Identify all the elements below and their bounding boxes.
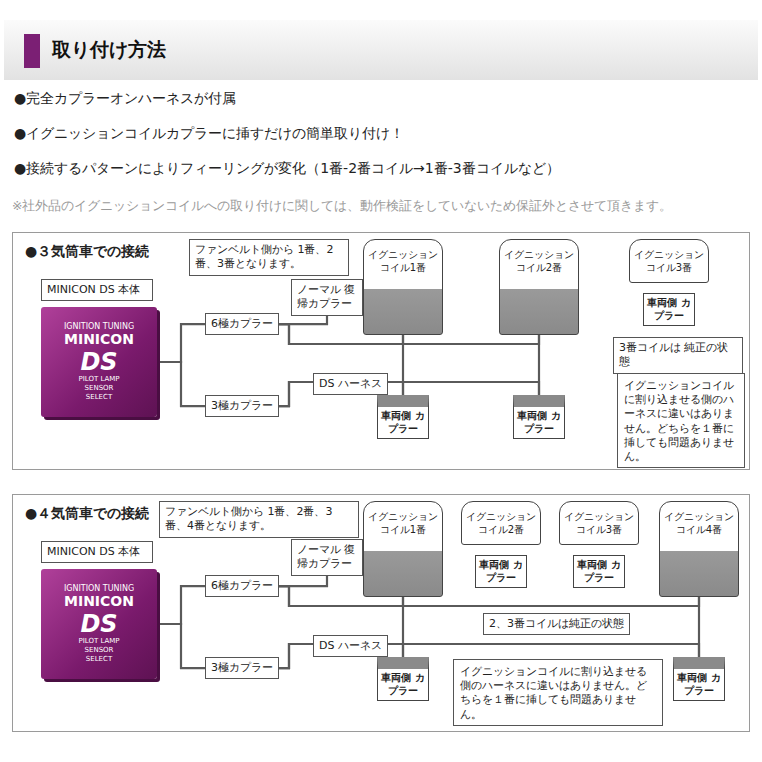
harness-wire [279, 576, 327, 587]
bullet-text: ●完全カプラーオンハーネスが付属 [14, 90, 236, 108]
box-text: イグニッション コイル3番 [633, 248, 705, 274]
box-text: ファンベルト側から 1番、2番、3番となります。 [195, 243, 343, 272]
box-text: ノーマル 復帰カプラー [297, 543, 357, 572]
box-text: ●３気筒車での接続 [25, 243, 149, 261]
bullet-text: ●イグニッションコイルカプラーに挿すだけの簡単取り付け！ [14, 125, 404, 143]
box-text: DS ハーネス [319, 639, 382, 653]
coupler-label: 6極カプラー [205, 313, 279, 335]
box-text: 車両側 カプラー [380, 672, 426, 697]
box-text: イグニッションコイルに割り込ませる側のハーネスに違いはありません。どちらを１番に… [624, 378, 738, 463]
box-text: MINICON DS 本体 [47, 283, 147, 297]
vehicle-coupler: 車両側 カプラー [573, 555, 625, 588]
harness-wire [402, 597, 404, 657]
note-text: ※社外品のイグニッションコイルへの取り付けに関しては、動作検証をしていないため保… [12, 198, 672, 215]
vehicle-coupler: 車両側 カプラー [475, 555, 527, 588]
vehicle-coupler: 車両側 カプラー [673, 657, 725, 701]
ignition-coil: イグニッション コイル1番 [363, 501, 443, 597]
box-text: イグニッション コイル2番 [465, 510, 537, 536]
box-text: 車両側 カプラー [646, 297, 692, 322]
device-text: DS [80, 611, 117, 637]
harness-wire [538, 335, 540, 395]
panel: ●３気筒車での接続 ファンベルト側から 1番、2番、3番となります。 MINICON… [12, 232, 750, 470]
device-text: SENSOR [85, 647, 114, 655]
box-text: 3極カプラー [211, 399, 273, 413]
coupler-label: 6極カプラー [205, 575, 279, 597]
box-text: DS ハーネス [319, 377, 382, 391]
box-text: 車両側 カプラー [380, 410, 426, 435]
device-text: PILOT LAMP [78, 638, 119, 646]
device-unit: IGNITION TUNINGMINICON DSPILOT LAMPSENSOR… [41, 569, 157, 679]
harness-wire [157, 586, 205, 624]
box-text: 2、3番コイルは純正の状態 [489, 617, 624, 631]
ignition-coil: イグニッション コイル2番 [461, 501, 541, 545]
box-text: 車両側 カプラー [576, 559, 622, 584]
note-box: イグニッションコイルに割り込ませる側のハーネスに違いはありません。どちらを１番に… [453, 659, 663, 726]
box-text: イグニッション コイル3番 [563, 510, 635, 536]
ignition-coil: イグニッション コイル1番 [363, 239, 443, 335]
device-text: SENSOR [85, 385, 114, 393]
ignition-coil: イグニッション コイル3番 [629, 239, 709, 283]
label-box: MINICON DS 本体 [41, 279, 153, 301]
device-text: SELECT [86, 656, 112, 664]
vehicle-coupler: 車両側 カプラー [377, 395, 429, 439]
device-text: DS [80, 349, 117, 375]
box-text: 6極カプラー [211, 579, 273, 593]
ignition-coil: イグニッション コイル3番 [559, 501, 639, 545]
harness-wire [157, 324, 205, 362]
box-text: 6極カプラー [211, 317, 273, 331]
vehicle-coupler: 車両側 カプラー [377, 657, 429, 701]
header-mark [24, 34, 40, 68]
harness-label: DS ハーネス [313, 373, 388, 395]
panel: ●４気筒車での接続ファンベルト側から 1番、2番、3番、4番となります。 MINI… [12, 494, 750, 732]
page-title: 取り付け方法 [52, 37, 166, 63]
box-text: イグニッション コイル4番 [663, 510, 735, 536]
note-box: ファンベルト側から 1番、2番、3番、4番となります。 [159, 501, 359, 538]
box-text: 3番コイルは 純正の状態 [619, 341, 737, 370]
coupler-label: ノーマル 復帰カプラー [291, 279, 363, 316]
device-unit: IGNITION TUNINGMINICON DSPILOT LAMPSENSOR… [41, 307, 157, 417]
device-text: IGNITION TUNING [64, 323, 134, 332]
box-text: 車両側 カプラー [478, 559, 524, 584]
box-text: 車両側 カプラー [676, 672, 722, 697]
harness-wire [402, 335, 404, 395]
box-text: ファンベルト側から 1番、2番、3番、4番となります。 [165, 505, 353, 534]
harness-wire [279, 586, 699, 606]
harness-wire [698, 597, 700, 657]
device-text: SELECT [86, 394, 112, 402]
box-text: ●４気筒車での接続 [25, 505, 149, 523]
coupler-label: 3極カプラー [205, 657, 279, 679]
label-box: MINICON DS 本体 [41, 541, 153, 563]
vehicle-coupler: 車両側 カプラー [643, 293, 695, 326]
device-text: MINICON [64, 332, 134, 347]
header-band [4, 20, 758, 80]
device-text: PILOT LAMP [78, 376, 119, 384]
box-text: イグニッションコイルに割り込ませる側のハーネスに違いはありません。どちらを１番に… [460, 664, 656, 721]
note-box: 2、3番コイルは純正の状態 [483, 613, 630, 635]
box-text: 3極カプラー [211, 661, 273, 675]
device-text: IGNITION TUNING [64, 585, 134, 594]
note-box: イグニッションコイルに割り込ませる側のハーネスに違いはありません。どちらを１番に… [617, 373, 745, 468]
ignition-coil: イグニッション コイル4番 [659, 501, 739, 597]
coupler-label: 3極カプラー [205, 395, 279, 417]
harness-label: DS ハーネス [313, 635, 388, 657]
device-text: MINICON [64, 594, 134, 609]
box-text: 車両側 カプラー [516, 410, 562, 435]
box-text: ノーマル 復帰カプラー [297, 283, 357, 312]
harness-wire [157, 362, 205, 406]
ignition-coil: イグニッション コイル2番 [499, 239, 579, 335]
harness-wire [279, 316, 327, 325]
box-text: イグニッション コイル1番 [367, 510, 439, 536]
note-box: 3番コイルは 純正の状態 [613, 337, 743, 374]
vehicle-coupler: 車両側 カプラー [513, 395, 565, 439]
bullet-text: ●接続するパターンによりフィーリングが変化（1番-2番コイル→1番-3番コイルな… [14, 160, 560, 178]
note-box: ファンベルト側から 1番、2番、3番となります。 [189, 239, 349, 276]
harness-wire [157, 624, 205, 668]
box-text: MINICON DS 本体 [47, 545, 147, 559]
coupler-label: ノーマル 復帰カプラー [291, 539, 363, 576]
box-text: イグニッション コイル2番 [503, 248, 575, 274]
box-text: イグニッション コイル1番 [367, 248, 439, 274]
